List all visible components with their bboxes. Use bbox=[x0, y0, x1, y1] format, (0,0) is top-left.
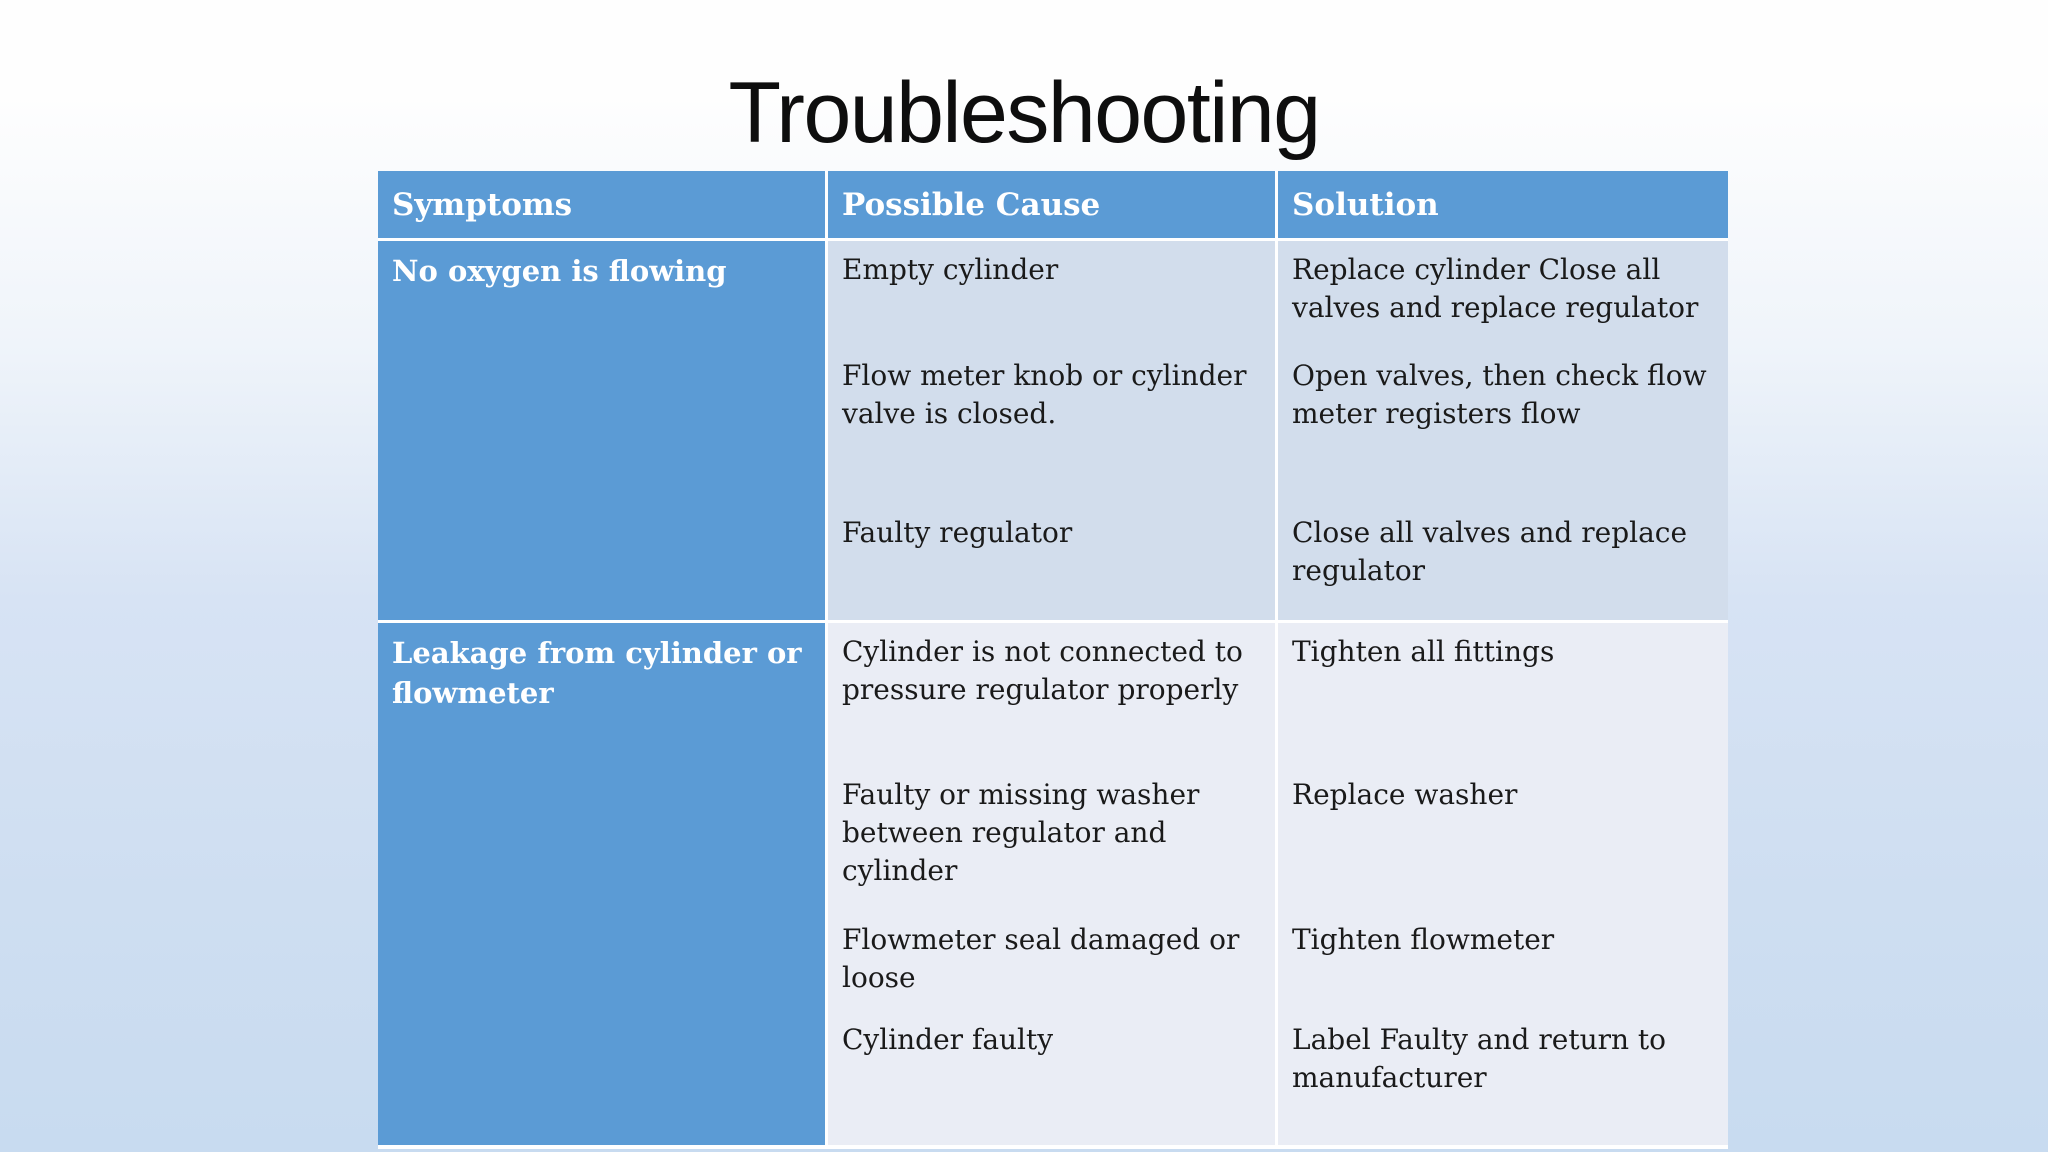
cause-item: Flowmeter seal damaged or loose bbox=[842, 923, 1240, 994]
cause-cell-row-2: Cylinder is not connected to pressure re… bbox=[828, 623, 1275, 1145]
solution-item: Tighten flowmeter bbox=[1292, 923, 1555, 956]
troubleshooting-table: Symptoms Possible Cause Solution No oxyg… bbox=[378, 171, 1728, 1149]
cause-item: Empty cylinder bbox=[842, 253, 1059, 286]
cause-item: Cylinder is not connected to pressure re… bbox=[842, 635, 1243, 706]
column-header-possible-cause: Possible Cause bbox=[828, 171, 1275, 238]
column-header-symptoms: Symptoms bbox=[378, 171, 825, 238]
solution-item: Close all valves and replace regulator bbox=[1292, 516, 1688, 587]
solution-item: Tighten all fittings bbox=[1292, 635, 1555, 668]
page-title: Troubleshooting bbox=[728, 65, 1321, 161]
symptom-cell-leakage: Leakage from cylinder or flowmeter bbox=[378, 623, 825, 1145]
solution-item: Open valves, then check flow meter regis… bbox=[1292, 359, 1707, 430]
cause-item: Flow meter knob or cylinder valve is clo… bbox=[842, 359, 1247, 430]
cause-cell-row-1: Empty cylinder Flow meter knob or cylind… bbox=[828, 241, 1275, 620]
cause-item: Faulty regulator bbox=[842, 516, 1073, 549]
solution-cell-row-2: Tighten all fittings Replace washer Tigh… bbox=[1278, 623, 1728, 1145]
cause-item: Cylinder faulty bbox=[842, 1023, 1054, 1056]
solution-item: Label Faulty and return to manufacturer bbox=[1292, 1023, 1667, 1094]
column-header-solution: Solution bbox=[1278, 171, 1728, 238]
symptom-cell-no-oxygen: No oxygen is flowing bbox=[378, 241, 825, 620]
solution-item: Replace cylinder Close all valves and re… bbox=[1292, 253, 1699, 324]
solution-cell-row-1: Replace cylinder Close all valves and re… bbox=[1278, 241, 1728, 620]
cause-item: Faulty or missing washer between regulat… bbox=[842, 778, 1200, 887]
solution-item: Replace washer bbox=[1292, 778, 1518, 811]
